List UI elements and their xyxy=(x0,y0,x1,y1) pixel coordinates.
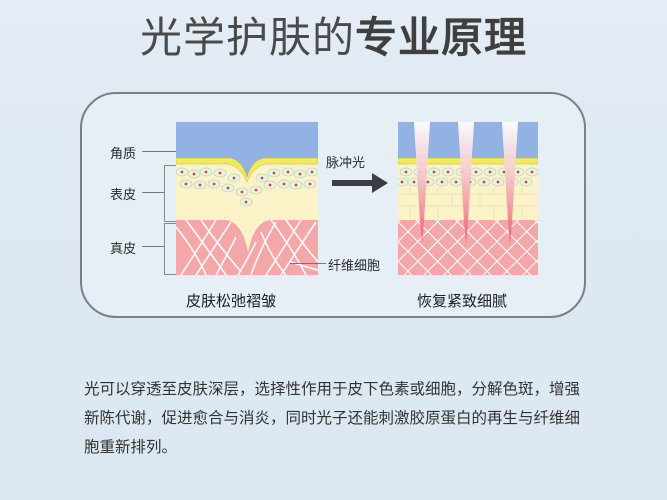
light-beam xyxy=(414,122,518,244)
bracket-epidermis xyxy=(164,165,165,221)
leader-line xyxy=(142,192,164,193)
bracket-tick xyxy=(164,274,176,275)
label-fibroblast: 纤维细胞 xyxy=(328,259,381,274)
arrow-right-icon xyxy=(332,173,388,193)
caption-before: 皮肤松弛褶皱 xyxy=(186,292,277,310)
skin-before-illustration xyxy=(176,122,318,275)
page-title: 光学护肤的专业原理 xyxy=(0,8,667,68)
title-bold: 专业原理 xyxy=(355,13,528,62)
bracket-dermis xyxy=(164,223,165,274)
label-dermis: 真皮 xyxy=(110,242,137,257)
leader-line xyxy=(142,151,177,152)
description-text: 光可以穿透至皮肤深层，选择性作用于皮下色素或细胞，分解色斑，增强新陈代谢，促进愈… xyxy=(84,380,581,456)
leader-line xyxy=(142,246,164,247)
caption-after: 恢复紧致细腻 xyxy=(417,292,508,310)
skin-after-illustration xyxy=(398,122,538,275)
leader-line-fiber xyxy=(290,263,326,264)
label-stratum-corneum: 角质 xyxy=(110,147,137,162)
bracket-tick xyxy=(164,165,176,166)
label-epidermis: 表皮 xyxy=(110,188,137,203)
label-pulsed-light: 脉冲光 xyxy=(326,156,366,171)
bracket-tick xyxy=(164,221,176,222)
title-light: 光学护肤的 xyxy=(139,13,355,62)
bracket-tick xyxy=(164,223,176,224)
